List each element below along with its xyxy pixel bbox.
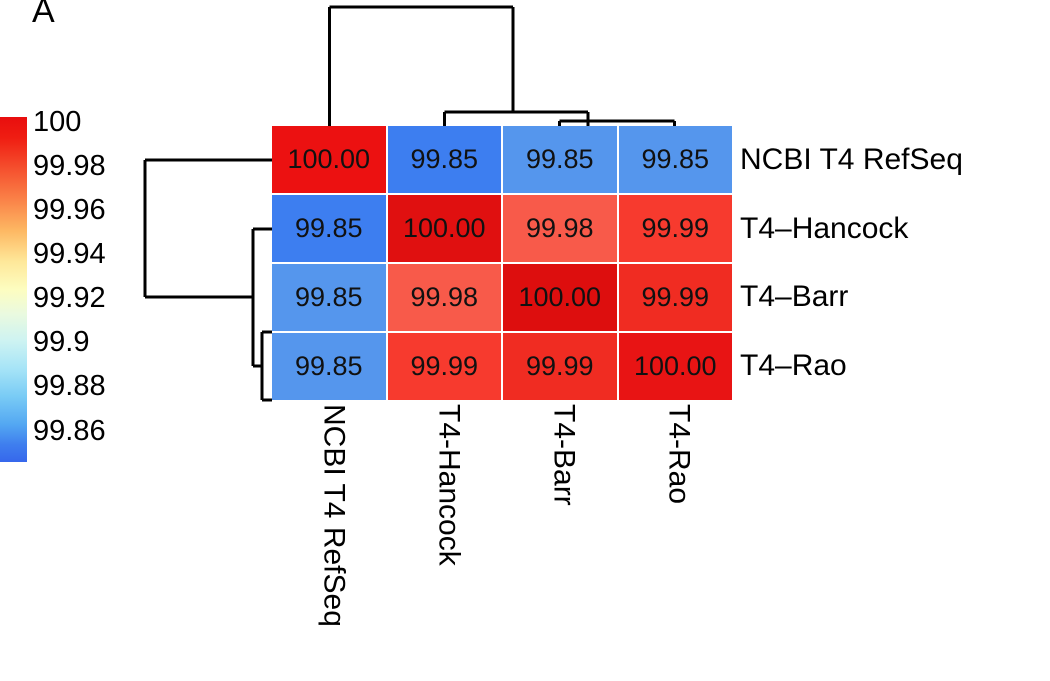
heatmap-cell[interactable]: 99.85 xyxy=(272,264,386,331)
row-label-t4-hancock: T4–Hancock xyxy=(740,211,909,245)
col-label-text: T4-Hancock xyxy=(432,404,466,566)
heatmap-cell[interactable]: 99.85 xyxy=(272,195,386,262)
heatmap-cell[interactable]: 99.98 xyxy=(387,264,501,331)
heatmap-cell[interactable]: 99.99 xyxy=(618,195,732,262)
heatmap-cell[interactable]: 100.00 xyxy=(618,333,732,400)
colorbar-tick-2: 99.96 xyxy=(33,194,106,226)
colorbar-tick-7: 99.86 xyxy=(33,415,106,447)
colorbar-tick-0: 100 xyxy=(33,106,82,138)
row-labels: NCBI T4 RefSeq T4–Hancock T4–Barr T4–Rao xyxy=(740,126,1040,400)
row-label-t4-barr: T4–Barr xyxy=(740,280,849,314)
panel-label: A xyxy=(32,0,55,30)
row-dendrogram xyxy=(143,158,272,402)
colorbar-tick-labels: 100 99.98 99.96 99.94 99.92 99.9 99.88 9… xyxy=(33,0,143,470)
heatmap-cell[interactable]: 100.00 xyxy=(272,126,386,193)
heatmap-cell[interactable]: 100.00 xyxy=(503,264,617,331)
col-label-text: T4-Rao xyxy=(662,404,696,505)
colorbar-tick-4: 99.92 xyxy=(33,282,106,314)
heatmap-cell[interactable]: 99.85 xyxy=(503,126,617,193)
row-label-ncbi-t4-refseq: NCBI T4 RefSeq xyxy=(740,143,963,177)
heatmap-cell[interactable]: 99.85 xyxy=(387,126,501,193)
colorbar-tick-6: 99.88 xyxy=(33,370,106,402)
column-dendrogram xyxy=(328,5,676,126)
column-labels: NCBI T4 RefSeq T4-Hancock T4-Barr T4-Rao xyxy=(272,404,732,681)
heatmap-cell[interactable]: 99.98 xyxy=(503,195,617,262)
colorbar-tick-1: 99.98 xyxy=(33,150,106,182)
heatmap-grid: 100.00 99.85 99.85 99.85 99.85 100.00 99… xyxy=(272,126,732,400)
heatmap-cell[interactable]: 100.00 xyxy=(387,195,501,262)
heatmap-cell[interactable]: 99.99 xyxy=(618,264,732,331)
row-label-t4-rao: T4–Rao xyxy=(740,348,847,382)
colorbar-tick-3: 99.94 xyxy=(33,238,106,270)
similarity-colorbar xyxy=(0,117,27,462)
heatmap-cell[interactable]: 99.99 xyxy=(503,333,617,400)
heatmap-cell[interactable]: 99.85 xyxy=(272,333,386,400)
colorbar-gradient xyxy=(0,117,27,462)
col-label-text: NCBI T4 RefSeq xyxy=(317,404,351,627)
heatmap-cell[interactable]: 99.99 xyxy=(387,333,501,400)
heatmap-cell[interactable]: 99.85 xyxy=(618,126,732,193)
col-label-text: T4-Barr xyxy=(547,404,581,506)
colorbar-tick-5: 99.9 xyxy=(33,326,90,358)
